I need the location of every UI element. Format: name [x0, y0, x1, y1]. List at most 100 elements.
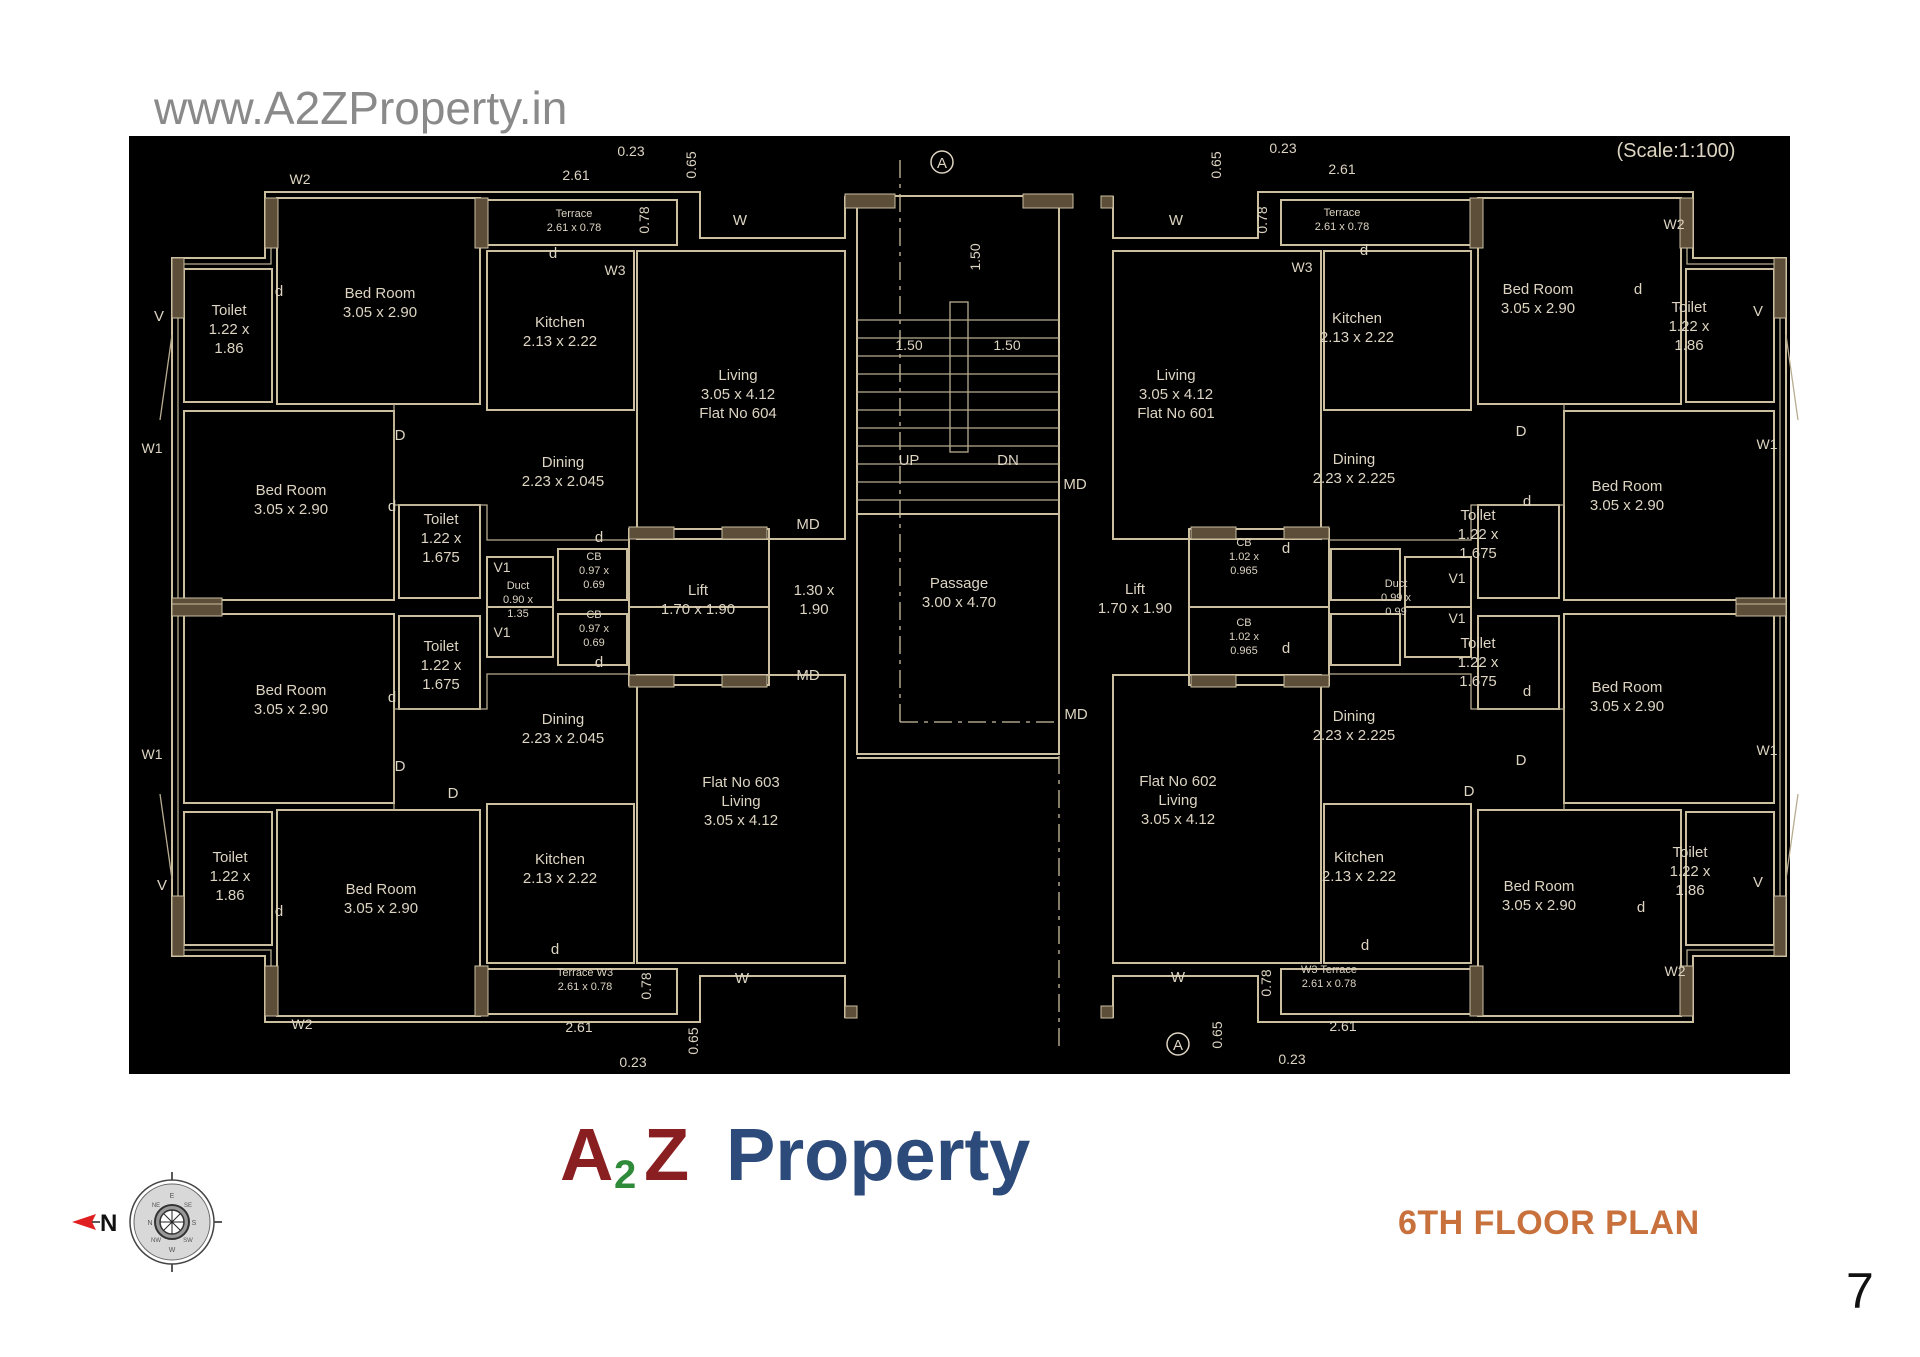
plan-marker: D [395, 427, 406, 444]
plan-marker: D [1464, 783, 1475, 800]
plan-marker: 2.61 [565, 1019, 592, 1035]
svg-text:NW: NW [151, 1238, 161, 1244]
plan-marker: d [1282, 640, 1290, 657]
plan-marker: W [1171, 969, 1186, 986]
room-label: 2.23 x 2.045 [522, 730, 605, 747]
svg-text:W: W [169, 1247, 176, 1254]
plan-marker: V1 [493, 624, 510, 640]
room-label: Living [721, 793, 760, 810]
room-label: 1.675 [1459, 545, 1497, 562]
room-label: 3.05 x 2.90 [1590, 698, 1664, 715]
room-label: 0.97 x [579, 565, 609, 577]
room-label: 1.22 x [1669, 318, 1710, 335]
plan-marker: D [1516, 752, 1527, 769]
room-label: Duct [1385, 578, 1408, 590]
room-label: 1.90 [799, 601, 828, 618]
room-label: 0.69 [583, 637, 604, 649]
room-label: Kitchen [535, 314, 585, 331]
plan-marker: 0.65 [1208, 151, 1224, 178]
room-label: 1.70 x 1.90 [1098, 600, 1172, 617]
room-label: Bed Room [345, 285, 416, 302]
room-label: Bed Room [346, 881, 417, 898]
plan-background [129, 136, 1790, 1074]
plan-marker: W3 [605, 262, 626, 278]
plan-marker: V [1753, 303, 1763, 320]
room-label: Living [718, 367, 757, 384]
plan-marker: d [1523, 683, 1531, 700]
room-label: 2.13 x 2.22 [1322, 868, 1396, 885]
room-label: Bed Room [1503, 281, 1574, 298]
room-label: Dining [542, 454, 585, 471]
plan-marker: 1.50 [967, 243, 983, 270]
room-label: Toilet [1671, 299, 1707, 316]
section-marker-bottom: A [1166, 1032, 1190, 1056]
plan-marker: V [154, 308, 164, 325]
plan-marker: DN [997, 452, 1019, 469]
plan-marker: 0.78 [638, 972, 654, 999]
plan-marker: V1 [493, 559, 510, 575]
room-label: 1.22 x [210, 868, 251, 885]
plan-marker: W2 [290, 171, 311, 187]
svg-text:S: S [192, 1220, 197, 1227]
room-label: 3.05 x 2.90 [1501, 300, 1575, 317]
plan-marker: W2 [1665, 963, 1686, 979]
plan-marker: D [395, 758, 406, 775]
room-label: Living [1158, 792, 1197, 809]
plan-marker: 0.23 [1278, 1051, 1305, 1067]
plan-marker: d [388, 498, 396, 515]
room-label: 1.02 x [1229, 631, 1259, 643]
room-label: 2.13 x 2.22 [523, 333, 597, 350]
plan-marker: d [549, 245, 557, 262]
room-label: 1.86 [1674, 337, 1703, 354]
page-number: 7 [1846, 1263, 1874, 1319]
plan-marker: d [1634, 281, 1642, 298]
room-label: 2.13 x 2.22 [1320, 329, 1394, 346]
plan-marker: 0.65 [685, 1027, 701, 1054]
room-label: 0.965 [1230, 565, 1258, 577]
room-label: 2.61 x 0.78 [558, 981, 612, 993]
plan-marker: 0.78 [636, 206, 652, 233]
room-label: 1.675 [1459, 673, 1497, 690]
plan-marker: 1.50 [895, 337, 922, 353]
room-label: Toilet [1460, 635, 1496, 652]
room-label: Flat No 604 [699, 405, 777, 422]
room-label: 1.22 x [421, 657, 462, 674]
plan-marker: W [1169, 212, 1184, 229]
room-label: Toilet [423, 511, 459, 528]
room-label: W3 Terrace [1301, 964, 1357, 976]
plan-marker: d [275, 283, 283, 300]
plan-marker: UP [899, 452, 920, 469]
room-label: Dining [1333, 451, 1376, 468]
plan-marker: MD [796, 667, 819, 684]
room-label: Lift [688, 582, 709, 599]
plan-marker: W3 [1292, 259, 1313, 275]
plan-marker: 0.78 [1258, 969, 1274, 996]
plan-marker: MD [1063, 476, 1086, 493]
room-label: 1.86 [215, 887, 244, 904]
svg-text:Property: Property [726, 1113, 1030, 1196]
staircase [844, 160, 1074, 1050]
svg-text:A: A [560, 1113, 613, 1196]
room-label: Passage [930, 575, 988, 592]
room-label: Kitchen [535, 851, 585, 868]
plan-marker: W2 [1664, 216, 1685, 232]
plan-marker: d [275, 903, 283, 920]
plan-marker: 0.65 [1209, 1021, 1225, 1048]
room-label: Dining [1333, 708, 1376, 725]
compass: E S W N SE SW NW NE [129, 1172, 222, 1272]
plan-marker: d [551, 941, 559, 958]
plan-title: 6TH FLOOR PLAN [1398, 1204, 1700, 1242]
svg-text:A: A [1173, 1037, 1183, 1054]
room-label: 1.22 x [1670, 863, 1711, 880]
plan-marker: 2.61 [1328, 161, 1355, 177]
room-label: 0.97 x [579, 623, 609, 635]
section-marker-top: A [930, 150, 954, 174]
room-label: 3.00 x 4.70 [922, 594, 996, 611]
room-label: 1.22 x [421, 530, 462, 547]
plan-marker: d [1360, 242, 1368, 259]
plan-marker: W [735, 970, 750, 987]
room-label: 3.05 x 2.90 [1502, 897, 1576, 914]
room-label: 1.22 x [209, 321, 250, 338]
